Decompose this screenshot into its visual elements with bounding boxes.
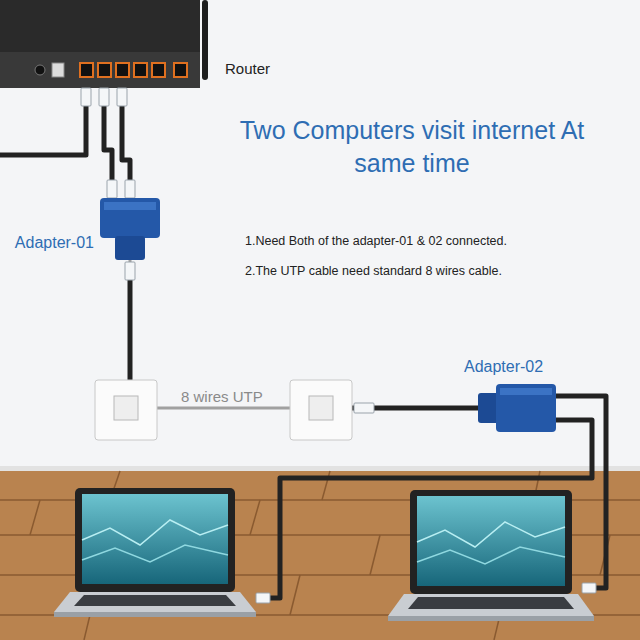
floor-part [322, 471, 330, 500]
adapter-02-body-part [496, 384, 556, 432]
adapter-01-body-part [115, 236, 145, 260]
note-text: 2.The UTP cable need standard 8 wires ca… [245, 264, 502, 278]
adapter-02-body-part [500, 388, 552, 395]
floor [0, 466, 640, 640]
laptop-part [417, 547, 565, 564]
floor-part [84, 615, 90, 640]
laptop-part [54, 612, 256, 617]
laptop-part [417, 522, 565, 547]
laptop-part [410, 490, 572, 594]
floor-part [0, 470, 640, 640]
floor-part [0, 466, 640, 471]
cable-part [0, 90, 86, 155]
laptop-part [82, 494, 228, 584]
wall-plate [95, 380, 352, 440]
floor-part [290, 575, 300, 615]
cable-part [258, 420, 592, 598]
adapter-02-body [478, 384, 556, 432]
edge-label: 8 wires UTP [178, 388, 266, 405]
laptop-part [75, 488, 235, 592]
rj45-plug-part [582, 583, 596, 593]
wall-plate-part [290, 380, 352, 440]
rj45-plug-part [125, 180, 135, 198]
floor-part [370, 535, 380, 575]
laptop-part [54, 592, 256, 612]
adapter-box: Adapter-01 [100, 198, 160, 260]
wall-plate-part [114, 396, 138, 420]
wall-plate-part [95, 380, 157, 440]
floor-part [30, 500, 40, 535]
rj45-plug-part [125, 262, 135, 280]
laptop [54, 488, 594, 621]
adapter-box: Adapter-02 [478, 384, 556, 432]
adapter-01-body-part [104, 202, 156, 210]
rj45-plug-part [99, 88, 109, 106]
router-part [0, 52, 200, 88]
laptop-part [82, 545, 228, 562]
router-part [80, 63, 93, 77]
router-part [52, 63, 64, 77]
router-part [35, 65, 45, 75]
rj45-plug-part [354, 403, 374, 413]
router-part [174, 63, 187, 77]
rj45-plug-part [107, 180, 117, 198]
laptop-part [82, 520, 228, 545]
node-label: Router [225, 60, 270, 77]
rj45-plug-part [81, 88, 91, 106]
adapter-01-body-part [100, 198, 160, 238]
router-part [0, 0, 200, 88]
laptop-part [408, 597, 574, 609]
router [0, 0, 208, 88]
title: Two Computers visit internet At same tim… [236, 114, 588, 180]
floor-part [0, 471, 640, 640]
laptop-part [388, 594, 594, 616]
laptop-part [74, 595, 236, 606]
router-part [152, 63, 165, 77]
rj45-plug-part [117, 88, 127, 106]
router-part [116, 63, 129, 77]
cable [0, 90, 606, 598]
router-box: Router [0, 0, 200, 90]
rj45-plug [81, 88, 596, 603]
router-part [202, 0, 208, 80]
adapter-01-body [100, 198, 160, 260]
router-part [134, 63, 147, 77]
node-label: Adapter-02 [464, 358, 543, 376]
floor-part [250, 500, 260, 535]
node-label: Adapter-01 [15, 234, 94, 252]
wall-plate-part [309, 396, 333, 420]
rj45-plug-part [256, 593, 270, 603]
router-part [98, 63, 111, 77]
laptop-part [417, 496, 565, 586]
laptop-part [388, 616, 594, 621]
note-text: 1.Need Both of the adapter-01 & 02 conne… [245, 234, 507, 248]
